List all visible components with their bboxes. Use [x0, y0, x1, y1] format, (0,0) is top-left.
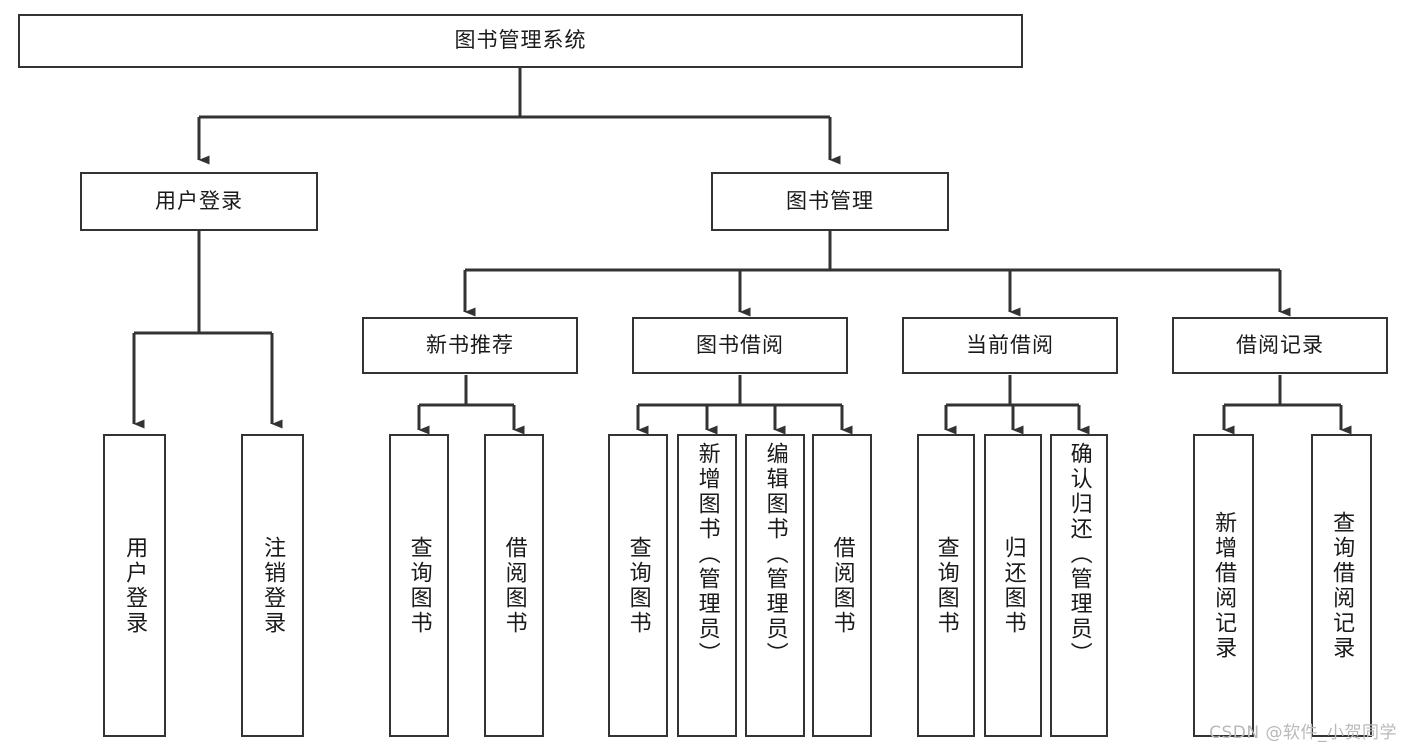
node-label: 查询图书	[406, 535, 432, 636]
leaf-query-borrow-record[interactable]: 查询借阅记录	[1311, 434, 1372, 737]
node-new-book-recommend[interactable]: 新书推荐	[362, 317, 578, 374]
node-label: 新增图书（管理员）	[694, 442, 720, 667]
leaf-user-login[interactable]: 用户登录	[103, 434, 166, 737]
node-root-system[interactable]: 图书管理系统	[18, 14, 1023, 68]
leaf-user-logout[interactable]: 注销登录	[241, 434, 304, 737]
node-current-borrow[interactable]: 当前借阅	[902, 317, 1118, 374]
leaf-query-book-current[interactable]: 查询图书	[917, 434, 975, 737]
node-book-borrow[interactable]: 图书借阅	[632, 317, 848, 374]
leaf-query-book-borrow[interactable]: 查询图书	[608, 434, 668, 737]
node-label: 用户登录	[122, 535, 148, 636]
leaf-confirm-return-admin[interactable]: 确认归还（管理员）	[1050, 434, 1108, 737]
node-label: 图书管理系统	[454, 28, 587, 53]
node-label: 确认归还（管理员）	[1066, 442, 1092, 667]
node-label: 归还图书	[1000, 535, 1026, 636]
node-label: 查询图书	[933, 535, 959, 636]
node-label: 查询借阅记录	[1329, 510, 1355, 661]
node-label: 借阅图书	[501, 535, 527, 636]
node-label: 注销登录	[260, 535, 286, 636]
leaf-borrow-book-recommend[interactable]: 借阅图书	[484, 434, 544, 737]
leaf-borrow-book[interactable]: 借阅图书	[812, 434, 872, 737]
leaf-edit-book-admin[interactable]: 编辑图书（管理员）	[745, 434, 805, 737]
node-label: 查询图书	[625, 535, 651, 636]
node-book-management[interactable]: 图书管理	[711, 172, 949, 231]
node-label: 借阅图书	[829, 535, 855, 636]
node-label: 图书管理	[786, 188, 874, 213]
node-label: 编辑图书（管理员）	[762, 442, 788, 667]
node-label: 新增借阅记录	[1211, 510, 1237, 661]
leaf-return-book[interactable]: 归还图书	[984, 434, 1042, 737]
node-label: 图书借阅	[696, 332, 784, 357]
node-user-login[interactable]: 用户登录	[80, 172, 318, 231]
node-label: 借阅记录	[1236, 332, 1324, 357]
leaf-add-book-admin[interactable]: 新增图书（管理员）	[677, 434, 737, 737]
node-borrow-record[interactable]: 借阅记录	[1172, 317, 1388, 374]
node-label: 当前借阅	[966, 332, 1054, 357]
node-label: 新书推荐	[426, 332, 514, 357]
leaf-query-book-recommend[interactable]: 查询图书	[389, 434, 449, 737]
node-label: 用户登录	[155, 188, 243, 213]
leaf-add-borrow-record[interactable]: 新增借阅记录	[1193, 434, 1254, 737]
